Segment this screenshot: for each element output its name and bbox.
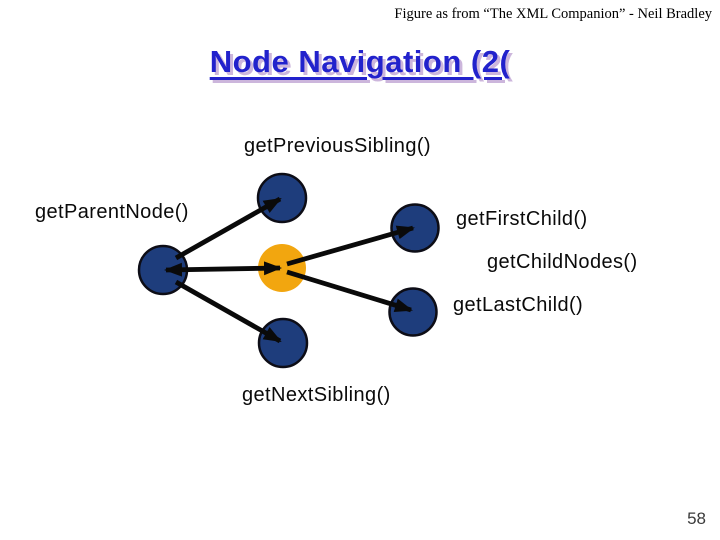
next-sibling-node-circle: [257, 317, 309, 369]
arrow-to-last-child: [286, 269, 413, 313]
arrow-to-next-sibling: [174, 279, 282, 344]
last-child-node-circle: [388, 287, 438, 337]
previous-sibling-node-circle: [256, 172, 308, 224]
arrow-to-first-child: [286, 225, 415, 267]
label-get-next-sibling: getNextSibling(): [242, 384, 391, 406]
label-get-previous-sibling: getPreviousSibling(): [244, 135, 431, 157]
slide-title: Node Navigation (2(: [209, 44, 511, 79]
page-number: 58: [687, 509, 706, 528]
credit-line: Figure as from “The XML Companion” - Nei…: [394, 6, 712, 22]
label-get-parent-node: getParentNode(): [35, 201, 189, 223]
label-get-last-child: getLastChild(): [453, 294, 584, 316]
current-node-circle: [258, 244, 306, 292]
arrow-to-previous-sibling: [174, 196, 282, 261]
arrow-parent-current: [164, 261, 282, 277]
label-get-first-child: getFirstChild(): [456, 208, 588, 230]
label-get-child-nodes: getChildNodes(): [487, 251, 638, 273]
first-child-node-circle: [390, 203, 440, 253]
